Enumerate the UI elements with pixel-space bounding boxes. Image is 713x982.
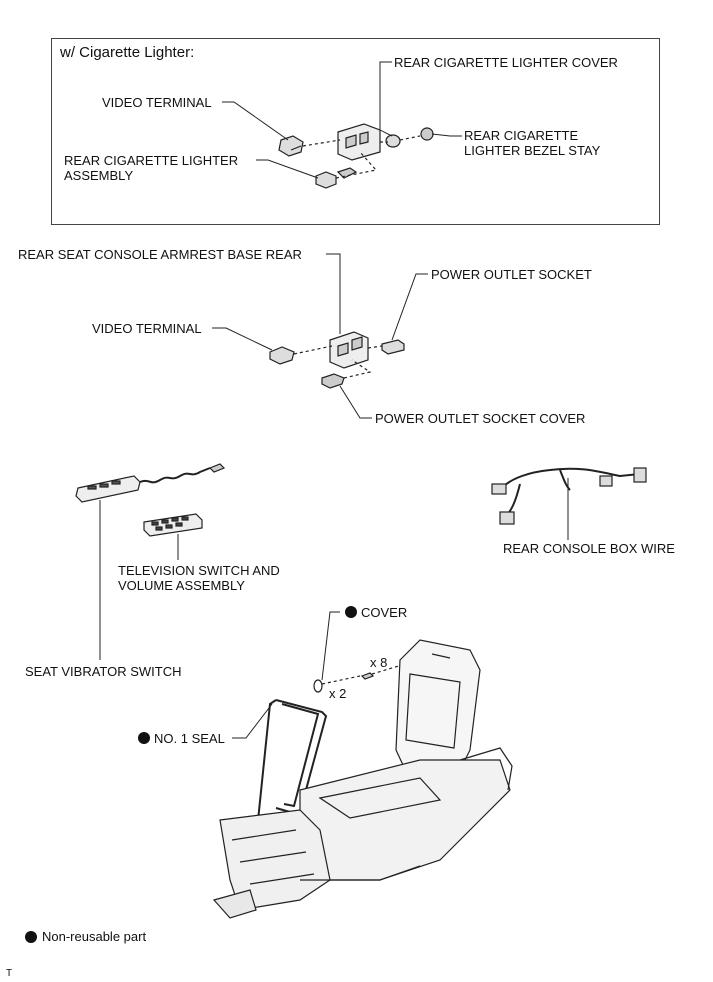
label-rear-cigarette-lighter-assembly: REAR CIGARETTE LIGHTER ASSEMBLY	[64, 153, 239, 183]
screw-part	[360, 672, 375, 680]
top-dashed-guides	[302, 135, 421, 179]
top-lighter-assembly-part	[315, 167, 358, 189]
corner-mark: T	[6, 968, 13, 979]
label-power-outlet-socket: POWER OUTLET SOCKET	[431, 267, 592, 282]
label-qty-screws: x 8	[370, 655, 388, 670]
legend-non-reusable: Non-reusable part	[42, 929, 147, 944]
top-video-terminal-part	[278, 135, 304, 157]
label-mid-video-terminal: VIDEO TERMINAL	[92, 321, 202, 336]
label-no1-seal: NO. 1 SEAL	[154, 731, 225, 746]
cover-part	[313, 679, 323, 693]
label-rear-cigarette-lighter-bezel-stay: REAR CIGARETTE LIGHTER BEZEL STAY	[464, 128, 601, 158]
non-reusable-dot-cover	[345, 606, 357, 618]
top-armrest-bracket-part	[337, 123, 381, 161]
non-reusable-dot-seal	[138, 732, 150, 744]
mid-video-terminal-part	[269, 346, 295, 365]
mid-power-outlet-socket-part	[381, 339, 405, 355]
label-seat-vibrator-switch: SEAT VIBRATOR SWITCH	[25, 664, 182, 679]
label-television-switch: TELEVISION SWITCH AND VOLUME ASSEMBLY	[118, 563, 280, 593]
top-lighter-cover-part	[385, 134, 401, 148]
label-qty-cover: x 2	[329, 686, 347, 701]
legend-dot-icon	[25, 931, 37, 943]
label-rear-console-box-wire: REAR CONSOLE BOX WIRE	[503, 541, 675, 556]
mid-socket-cover-part	[321, 373, 345, 389]
rear-console-box-wire-part	[491, 467, 647, 525]
top-bezel-stay-part	[420, 127, 434, 141]
mid-dashed-guides	[293, 345, 383, 379]
box-heading: w/ Cigarette Lighter:	[60, 44, 195, 61]
rear-console-box-body	[212, 639, 513, 919]
label-cover: COVER	[361, 605, 408, 620]
lighter-variant-frame	[51, 38, 660, 225]
label-power-outlet-socket-cover: POWER OUTLET SOCKET COVER	[375, 411, 586, 426]
leader-lines	[99, 61, 569, 739]
label-top-video-terminal: VIDEO TERMINAL	[102, 95, 212, 110]
label-armrest-base-rear: REAR SEAT CONSOLE ARMREST BASE REAR	[18, 247, 302, 262]
label-rear-cigarette-lighter-cover: REAR CIGARETTE LIGHTER COVER	[394, 55, 618, 70]
mid-armrest-base-part	[329, 331, 369, 369]
television-switch-part	[143, 513, 203, 537]
seat-vibrator-switch-part	[75, 463, 226, 503]
